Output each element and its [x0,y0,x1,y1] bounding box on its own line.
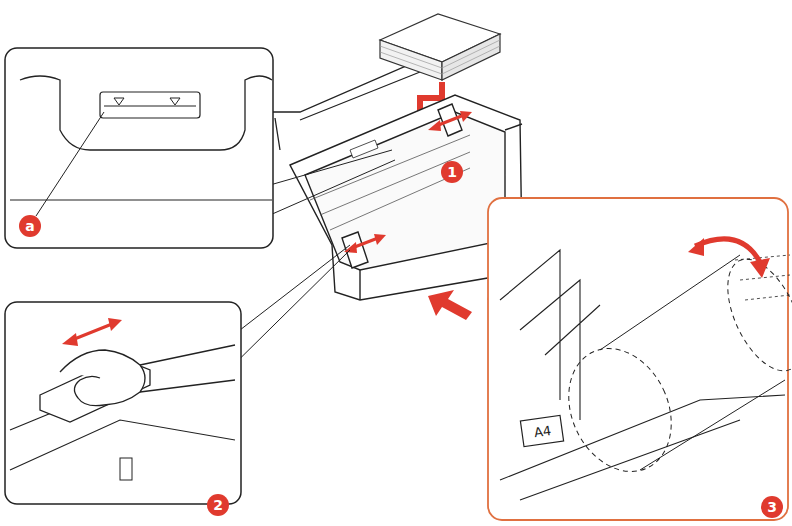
pointer-line [36,112,104,216]
limit-triangle [114,98,124,105]
tray-wall [10,199,272,200]
turn-arrow-head [750,258,770,278]
callout-number: 2 [207,494,229,516]
paper-sheet-lines [380,40,500,74]
arrow-head [62,333,78,346]
hand [60,350,145,406]
callout-number: a [19,215,41,237]
callout-number: 3 [761,496,783,518]
leader-line [270,150,392,185]
tray-floor [305,112,505,270]
ream-side [380,40,442,80]
inset-frame [5,48,273,248]
slide-arrow-line [72,324,112,340]
ream-side [442,34,500,80]
insert-arrow [428,290,472,320]
tray-wall [500,395,785,500]
arrow-head [460,111,472,122]
leader-line [270,160,395,215]
dial-edge [600,255,785,470]
arrow-head [374,234,386,245]
arrow-head [428,120,441,131]
dial-cylinder [549,332,690,489]
callout-number: 1 [441,161,463,183]
turn-arrow [695,239,760,262]
wrist [140,345,235,392]
inset-frame [5,302,241,504]
inset-guide-mark [5,48,273,248]
dial-ridges [735,255,790,300]
slide-arrows [344,111,472,253]
tray-rib [310,135,470,230]
fill-line [104,106,196,107]
arrow-head [108,318,122,331]
width-guide [342,232,368,268]
tray-slot [120,458,132,480]
dial-cylinder [712,248,792,382]
leader-line [240,245,350,330]
paper-size-text: A4 [533,422,552,439]
dial-window [520,415,563,446]
inset-width-guide [5,302,241,504]
guide-notch [100,92,200,118]
turn-arrow-head [688,238,704,256]
inset-frame [488,198,788,520]
limit-triangle [170,98,180,105]
tray-divider [500,250,600,420]
paper-ream [380,14,500,80]
guide-contour [20,76,272,150]
inset-size-dial [488,198,792,520]
